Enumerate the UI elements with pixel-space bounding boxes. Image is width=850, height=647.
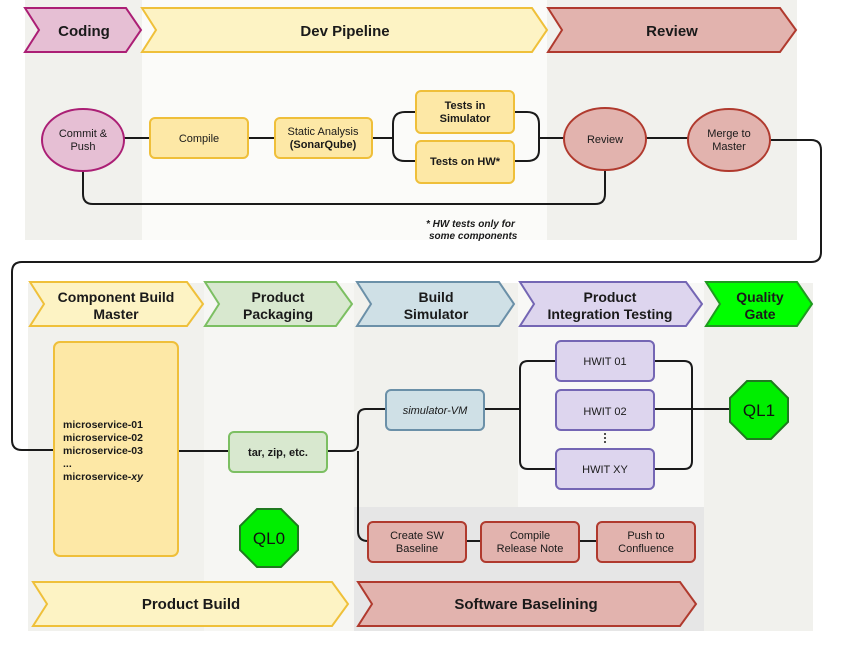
header-build-simulator: Build Simulator — [355, 281, 516, 327]
svg-text:Coding: Coding — [58, 23, 110, 40]
microservices-box: microservice-01 microservice-02 microser… — [53, 341, 179, 557]
hwit-02-node: HWIT 02 — [555, 389, 655, 431]
svg-text:tar, zip, etc.: tar, zip, etc. — [248, 447, 308, 459]
microservice-item: ... — [63, 458, 72, 470]
svg-text:QL1: QL1 — [743, 401, 775, 420]
svg-text:Product: Product — [584, 289, 637, 305]
review-node: Review — [563, 107, 647, 171]
svg-text:Push: Push — [70, 141, 95, 153]
svg-text:(SonarQube): (SonarQube) — [290, 139, 357, 151]
microservice-item: microservice-xy — [63, 471, 144, 483]
microservice-item: microservice-03 — [63, 445, 143, 457]
tests-hw-node: Tests on HW* — [415, 140, 515, 184]
compile-release-note-node: Compile Release Note — [480, 521, 580, 563]
svg-text:Baseline: Baseline — [396, 543, 438, 555]
svg-text:Build: Build — [419, 289, 454, 305]
header-dev-pipeline: Dev Pipeline — [140, 7, 549, 53]
header-product-integration-testing: Product Integration Testing — [518, 281, 704, 327]
compile-node: Compile — [149, 117, 249, 159]
edge-to-tests-sim — [392, 111, 416, 138]
svg-text:Review: Review — [646, 23, 698, 40]
svg-text:Confluence: Confluence — [618, 543, 674, 555]
commit-push-node: Commit & Push — [41, 108, 125, 172]
svg-text:Software Baselining: Software Baselining — [454, 596, 597, 613]
ql1-octagon: QL1 — [729, 380, 789, 440]
header-product-build: Product Build — [31, 581, 350, 627]
svg-text:Tests on HW*: Tests on HW* — [430, 156, 501, 168]
edge-review-loop — [82, 170, 606, 205]
svg-text:QL0: QL0 — [253, 529, 285, 548]
microservice-item: microservice-02 — [63, 432, 143, 444]
push-confluence-node: Push to Confluence — [596, 521, 696, 563]
header-coding: Coding — [23, 7, 143, 53]
svg-text:Product Build: Product Build — [142, 596, 240, 613]
header-product-packaging: Product Packaging — [203, 281, 354, 327]
svg-text:Dev Pipeline: Dev Pipeline — [300, 23, 389, 40]
svg-text:HWIT XY: HWIT XY — [582, 464, 628, 476]
header-quality-gate: Quality Gate — [704, 281, 814, 327]
hwit-ellipsis — [604, 433, 606, 443]
header-component-build-master: Component Build Master — [28, 281, 205, 327]
header-review: Review — [546, 7, 798, 53]
svg-text:Release Note: Release Note — [497, 543, 564, 555]
svg-text:Push to: Push to — [627, 530, 664, 542]
svg-text:Compile: Compile — [179, 133, 219, 145]
svg-text:Compile: Compile — [510, 530, 550, 542]
edge-to-tests-hw — [392, 138, 416, 162]
hwit-xy-node: HWIT XY — [555, 448, 655, 490]
edge-packaging-simulator — [327, 408, 386, 452]
svg-text:some components: some components — [429, 231, 518, 242]
quality-lane — [704, 283, 813, 631]
header-software-baselining: Software Baselining — [356, 581, 698, 627]
svg-text:Packaging: Packaging — [243, 306, 313, 322]
svg-text:Static Analysis: Static Analysis — [288, 126, 359, 138]
edge-packaging-baseline — [357, 451, 369, 542]
create-baseline-node: Create SW Baseline — [367, 521, 467, 563]
static-analysis-node: Static Analysis (SonarQube) — [274, 117, 373, 159]
svg-text:Gate: Gate — [744, 306, 775, 322]
svg-text:simulator-VM: simulator-VM — [403, 405, 468, 417]
svg-text:Product: Product — [252, 289, 305, 305]
hwit-01-node: HWIT 01 — [555, 340, 655, 382]
svg-text:Master: Master — [93, 306, 139, 322]
tests-simulator-node: Tests in Simulator — [415, 90, 515, 134]
svg-text:Review: Review — [587, 134, 623, 146]
simulator-vm-node: simulator-VM — [385, 389, 485, 431]
archive-node: tar, zip, etc. — [228, 431, 328, 473]
svg-text:Merge to: Merge to — [707, 128, 750, 140]
svg-text:Quality: Quality — [736, 289, 784, 305]
svg-text:Commit &: Commit & — [59, 128, 108, 140]
svg-text:Tests in: Tests in — [445, 100, 486, 112]
edge-hwit-merge — [654, 360, 693, 470]
svg-text:Create SW: Create SW — [390, 530, 444, 542]
svg-text:* HW tests only for: * HW tests only for — [426, 219, 516, 230]
ql0-octagon: QL0 — [239, 508, 299, 568]
edge-to-hwitxy — [519, 409, 556, 470]
svg-text:Simulator: Simulator — [440, 113, 491, 125]
microservice-item: microservice-01 — [63, 419, 143, 431]
hw-tests-note: * HW tests only for some components — [426, 219, 518, 242]
svg-text:Master: Master — [712, 141, 746, 153]
svg-text:HWIT 01: HWIT 01 — [583, 356, 626, 368]
edge-to-hwit01 — [519, 360, 556, 409]
svg-text:HWIT 02: HWIT 02 — [583, 406, 626, 418]
merge-master-node: Merge to Master — [687, 108, 771, 172]
svg-text:Simulator: Simulator — [404, 306, 469, 322]
svg-text:Component Build: Component Build — [58, 289, 175, 305]
svg-text:Integration Testing: Integration Testing — [548, 306, 673, 322]
edge-merge-component — [11, 139, 822, 451]
